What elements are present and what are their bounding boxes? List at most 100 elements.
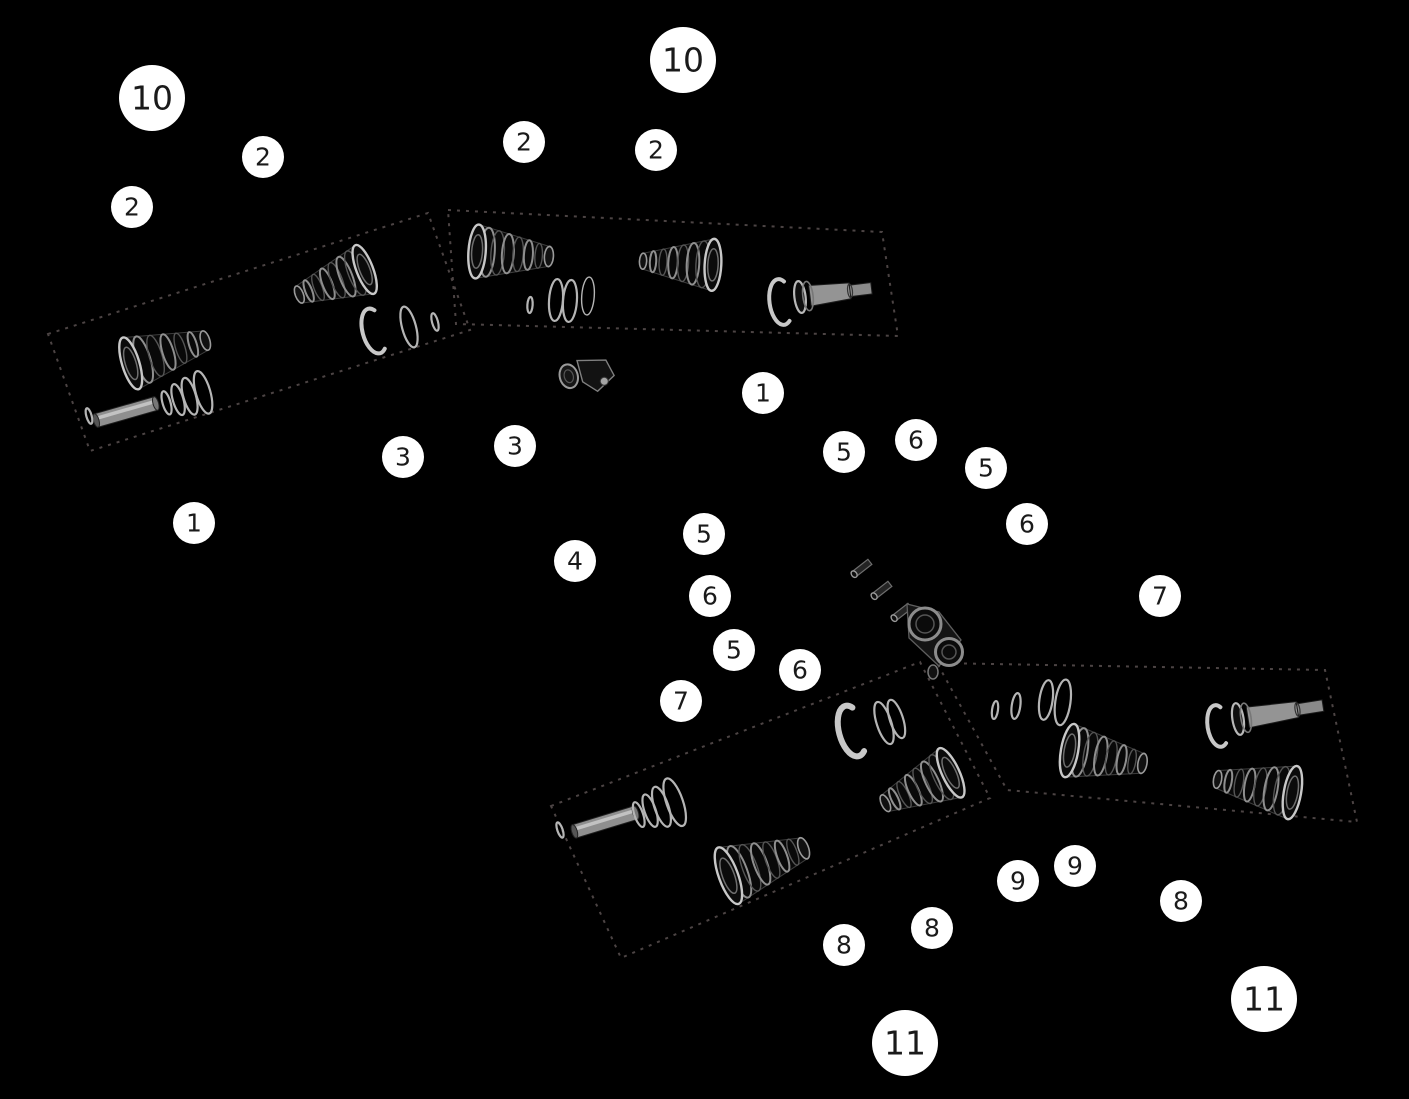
callout-circle — [997, 860, 1039, 902]
callout-7[interactable]: 7 — [660, 680, 702, 722]
callout-5[interactable]: 5 — [683, 513, 725, 555]
callout-circle — [382, 436, 424, 478]
assembly-box-lower-left — [549, 660, 992, 960]
part-c-inner-boot[interactable] — [870, 745, 970, 830]
callout-label: 8 — [836, 931, 852, 960]
part-damper-bracket[interactable] — [557, 352, 617, 400]
callout-label: 5 — [978, 454, 994, 483]
callout-3[interactable]: 3 — [382, 436, 424, 478]
callout-label: 3 — [395, 443, 411, 472]
callout-circle — [911, 907, 953, 949]
part-c-outer-boot[interactable] — [709, 818, 818, 907]
callout-label: 7 — [1152, 582, 1168, 611]
callout-label: 1 — [755, 379, 771, 408]
part-c-circlip[interactable] — [555, 821, 565, 839]
part-b-outer-boot[interactable] — [467, 223, 556, 284]
part-c-band-rings[interactable] — [870, 696, 909, 746]
callout-circle — [1054, 845, 1096, 887]
callout-5[interactable]: 5 — [713, 629, 755, 671]
callout-circle — [895, 419, 937, 461]
callout-3[interactable]: 3 — [494, 425, 536, 467]
callout-6[interactable]: 6 — [779, 649, 821, 691]
callout-11[interactable]: 11 — [1231, 966, 1297, 1032]
part-a-clamp-ring[interactable] — [397, 305, 421, 349]
callout-label: 9 — [1010, 867, 1026, 896]
callout-2[interactable]: 2 — [111, 186, 153, 228]
callout-circle — [1160, 880, 1202, 922]
callout-circle — [1139, 575, 1181, 617]
callout-6[interactable]: 6 — [689, 575, 731, 617]
callout-2[interactable]: 2 — [503, 121, 545, 163]
part-b-clamp-small[interactable] — [526, 295, 534, 315]
callout-label: 2 — [516, 128, 532, 157]
callout-label: 6 — [702, 582, 718, 611]
callout-1[interactable]: 1 — [173, 502, 215, 544]
callout-11[interactable]: 11 — [872, 1010, 938, 1076]
callout-4[interactable]: 4 — [554, 540, 596, 582]
callout-9[interactable]: 9 — [1054, 845, 1096, 887]
part-a-snap-ring[interactable] — [357, 306, 387, 356]
part-a-circlip[interactable] — [84, 407, 94, 425]
callout-10[interactable]: 10 — [650, 27, 716, 93]
callout-label: 5 — [696, 520, 712, 549]
callout-8[interactable]: 8 — [911, 907, 953, 949]
part-d-stub-axle[interactable] — [1230, 690, 1325, 736]
callout-circle — [635, 129, 677, 171]
callout-circle — [965, 447, 1007, 489]
part-b-sleeve[interactable] — [580, 276, 596, 316]
part-d-inner-boot[interactable] — [1209, 752, 1306, 821]
callout-5[interactable]: 5 — [965, 447, 1007, 489]
parts-layer — [84, 223, 1325, 907]
part-a-inner-boot[interactable] — [286, 242, 382, 320]
part-b-stub-axle[interactable] — [792, 272, 873, 314]
callout-circle — [494, 425, 536, 467]
callout-6[interactable]: 6 — [1006, 503, 1048, 545]
callout-label: 1 — [186, 509, 202, 538]
callout-circle — [554, 540, 596, 582]
callout-label: 10 — [662, 41, 704, 80]
part-d-ring[interactable] — [1010, 692, 1022, 720]
callout-2[interactable]: 2 — [635, 129, 677, 171]
assembly-box-upper-right — [446, 208, 900, 338]
callout-8[interactable]: 8 — [823, 924, 865, 966]
part-b-clamp-rings[interactable] — [547, 277, 579, 324]
callout-circle — [1006, 503, 1048, 545]
callout-label: 9 — [1067, 852, 1083, 881]
part-d-outer-boot[interactable] — [1056, 722, 1151, 790]
assembly-boxes-layer — [46, 208, 1359, 960]
part-b-inner-boot[interactable] — [638, 235, 723, 292]
callout-5[interactable]: 5 — [823, 431, 865, 473]
callout-8[interactable]: 8 — [1160, 880, 1202, 922]
callout-circle — [823, 924, 865, 966]
part-d-ring-pair[interactable] — [1036, 676, 1073, 727]
part-c-axle-shaft[interactable] — [570, 805, 641, 839]
part-a-outer-boot[interactable] — [115, 313, 218, 391]
callout-circle — [173, 502, 215, 544]
callout-label: 7 — [673, 687, 689, 716]
callout-label: 5 — [836, 438, 852, 467]
part-c-shaft-ribs[interactable] — [627, 776, 691, 840]
callout-7[interactable]: 7 — [1139, 575, 1181, 617]
callout-label: 11 — [884, 1024, 926, 1063]
callout-label: 11 — [1243, 980, 1285, 1019]
callout-6[interactable]: 6 — [895, 419, 937, 461]
part-b-snap-ring[interactable] — [766, 277, 792, 327]
part-a-clamp-small[interactable] — [430, 312, 440, 332]
callout-circle — [111, 186, 153, 228]
callout-label: 5 — [726, 636, 742, 665]
part-center-bearing[interactable] — [850, 558, 964, 680]
callout-9[interactable]: 9 — [997, 860, 1039, 902]
part-d-clamp-small[interactable] — [990, 699, 1000, 721]
callout-circle — [742, 372, 784, 414]
callout-label: 2 — [255, 143, 271, 172]
callout-circle — [119, 65, 185, 131]
part-c-boot-band[interactable] — [833, 702, 868, 760]
callout-1[interactable]: 1 — [742, 372, 784, 414]
callout-circle — [779, 649, 821, 691]
callout-10[interactable]: 10 — [119, 65, 185, 131]
part-d-snap-ring[interactable] — [1204, 703, 1229, 749]
callout-2[interactable]: 2 — [242, 136, 284, 178]
